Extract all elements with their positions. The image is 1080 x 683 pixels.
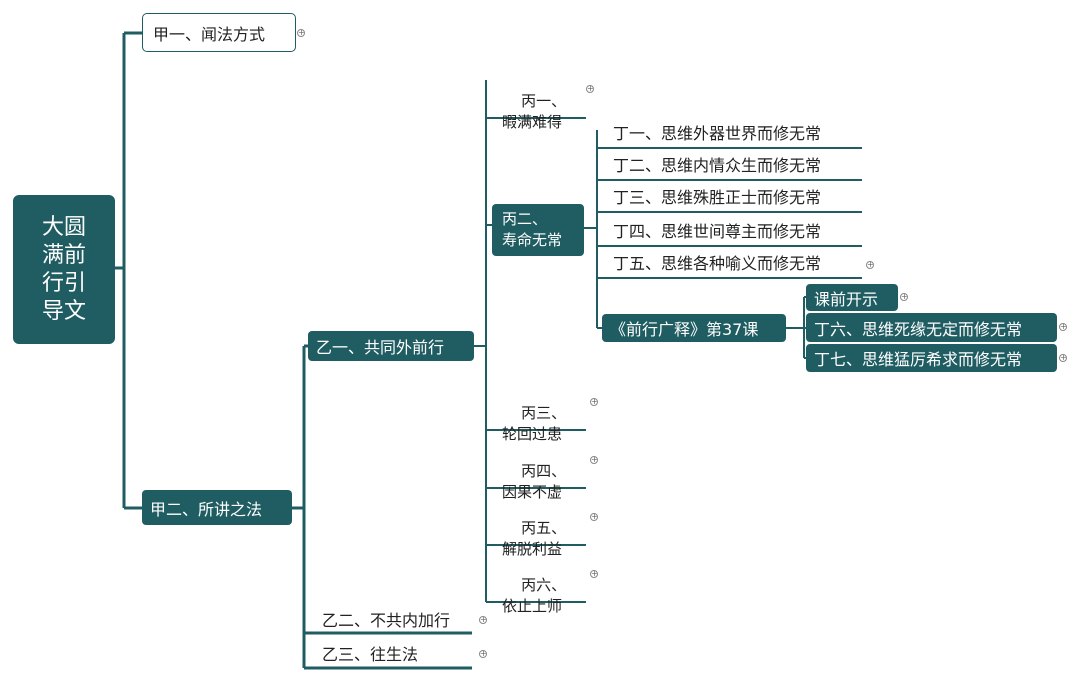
expand-icon[interactable]: + (590, 512, 598, 521)
node-intro-label: 课前开示 (814, 289, 879, 309)
node-ding4-label: 丁四、思维世间尊主而修无常 (613, 222, 822, 241)
node-ding5-label: 丁五、思维各种喻义而修无常 (613, 254, 822, 273)
expand-icon[interactable]: + (1059, 353, 1067, 362)
node-jia2-label: 甲二、所讲之法 (150, 499, 263, 519)
node-yi1-label: 乙一、共同外前行 (316, 338, 445, 357)
node-bing4-label: 丙四、 因果不虚 (502, 462, 567, 501)
node-bing1-label: 丙一、 暇满难得 (502, 92, 567, 131)
node-ding6-label: 丁六、思维死缘无定而修无常 (814, 319, 1023, 339)
node-bing2-label: 丙二、 寿命无常 (502, 210, 563, 249)
node-ding5[interactable]: 丁五、思维各种喻义而修无常 (603, 250, 862, 278)
node-ding2-label: 丁二、思维内情众生而修无常 (613, 156, 822, 175)
expand-icon[interactable]: + (590, 397, 598, 406)
expand-icon[interactable]: + (586, 84, 594, 93)
node-yi3[interactable]: 乙三、往生法 (310, 641, 472, 668)
connector-lesson-trunk (786, 296, 806, 359)
expand-icon[interactable]: + (297, 28, 305, 37)
node-yi3-label: 乙三、往生法 (322, 645, 419, 664)
node-yi1[interactable]: 乙一、共同外前行 (308, 331, 474, 361)
node-bing1[interactable]: 丙一、 暇满难得 (490, 70, 586, 131)
connector-bing2-trunk (584, 130, 862, 329)
node-ding4[interactable]: 丁四、思维世间尊主而修无常 (603, 218, 862, 246)
node-jia1[interactable]: 甲一、闻法方式 (142, 13, 296, 52)
node-ding3-label: 丁三、思维殊胜正士而修无常 (613, 188, 822, 207)
node-lesson[interactable]: 《前行广释》第37课 (602, 314, 786, 342)
node-ding7-label: 丁七、思维猛厉希求而修无常 (814, 350, 1023, 369)
expand-icon[interactable]: + (866, 260, 874, 269)
root-node[interactable]: 大圆满前行引导文 (13, 195, 115, 344)
expand-icon[interactable]: + (1059, 322, 1067, 331)
node-jia2[interactable]: 甲二、所讲之法 (142, 490, 292, 525)
node-ding7[interactable]: 丁七、思维猛厉希求而修无常 (806, 344, 1057, 372)
connector-root-trunk (115, 31, 142, 510)
node-bing5-label: 丙五、 解脱利益 (502, 519, 567, 558)
node-ding6[interactable]: 丁六、思维死缘无定而修无常 (806, 313, 1057, 342)
node-intro[interactable]: 课前开示 (806, 284, 898, 311)
node-jia1-label: 甲一、闻法方式 (153, 24, 266, 44)
node-ding1[interactable]: 丁一、思维外器世界而修无常 (603, 120, 862, 148)
connector-jia2-trunk (292, 344, 472, 670)
node-bing3-label: 丙三、 轮回过患 (502, 404, 567, 443)
node-bing6-label: 丙六、 依止上师 (502, 576, 567, 615)
node-ding3[interactable]: 丁三、思维殊胜正士而修无常 (603, 184, 862, 212)
expand-icon[interactable]: + (590, 569, 598, 578)
expand-icon[interactable]: + (479, 649, 487, 658)
node-bing3[interactable]: 丙三、 轮回过患 (490, 382, 586, 443)
node-bing6[interactable]: 丙六、 依止上师 (490, 554, 586, 615)
expand-icon[interactable]: + (479, 615, 487, 624)
node-ding1-label: 丁一、思维外器世界而修无常 (613, 124, 822, 143)
node-yi2[interactable]: 乙二、不共内加行 (310, 607, 472, 633)
node-yi2-label: 乙二、不共内加行 (322, 611, 451, 630)
node-lesson-label: 《前行广释》第37课 (610, 320, 759, 339)
node-bing5[interactable]: 丙五、 解脱利益 (490, 497, 586, 558)
expand-icon[interactable]: + (590, 455, 598, 464)
node-ding2[interactable]: 丁二、思维内情众生而修无常 (603, 152, 862, 180)
root-label: 大圆满前行引导文 (41, 214, 86, 324)
expand-icon[interactable]: + (900, 292, 908, 301)
connector-yi1-trunk (474, 80, 586, 603)
node-bing2[interactable]: 丙二、 寿命无常 (492, 204, 584, 256)
node-bing4[interactable]: 丙四、 因果不虚 (490, 440, 586, 501)
